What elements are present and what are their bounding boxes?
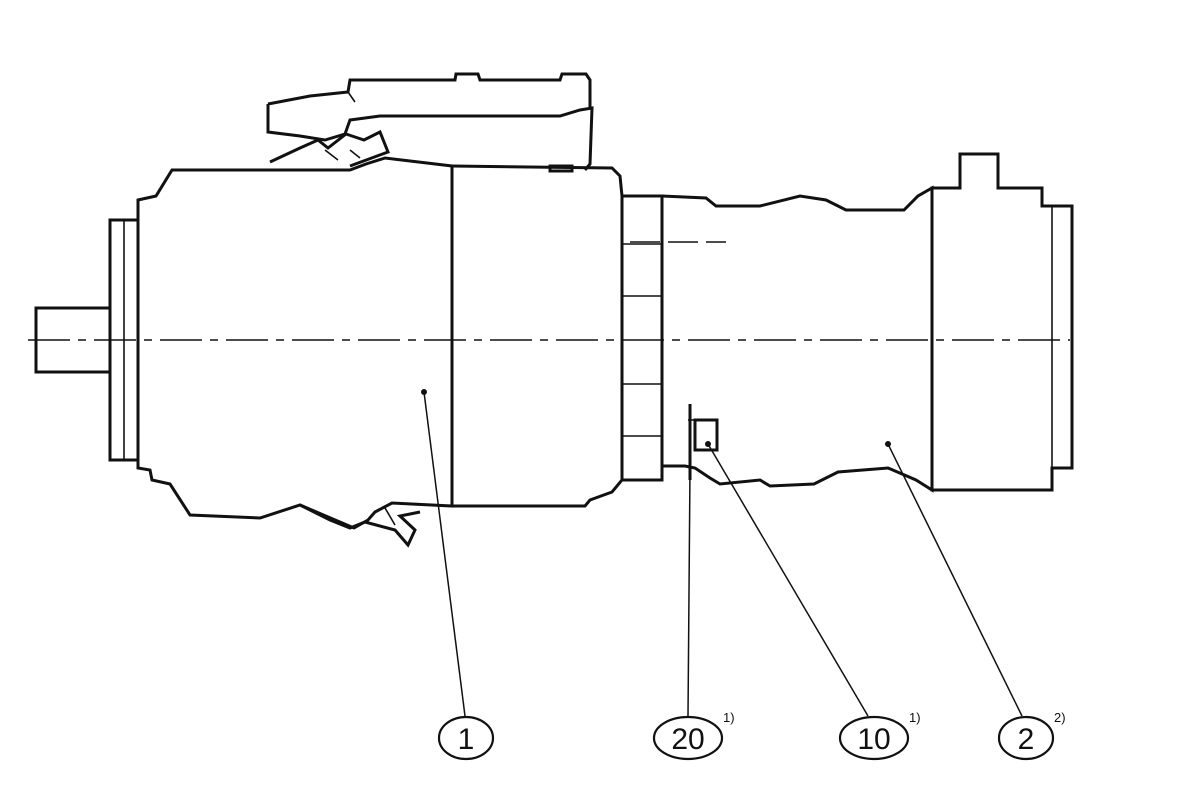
- gauge-port: [688, 404, 719, 480]
- callout-20-label: 20: [671, 723, 704, 756]
- callout-1-label: 1: [458, 723, 475, 756]
- callout-20-note: 1): [723, 710, 735, 725]
- callout-10-label: 10: [857, 723, 890, 756]
- callout-2: 2 2): [997, 710, 1066, 761]
- intermediate-housing: [451, 164, 624, 508]
- leader-lines: [421, 389, 1023, 717]
- control-valve: [266, 72, 594, 171]
- pump-housing: [136, 129, 454, 548]
- callout-20: 20 1): [652, 710, 735, 761]
- adapter-ring: [620, 194, 664, 482]
- callout-2-label: 2: [1018, 723, 1035, 756]
- callout-1: 1: [437, 715, 495, 761]
- end-cover: [930, 152, 1074, 492]
- callout-10-note: 1): [909, 710, 921, 725]
- callout-10: 10 1): [838, 710, 921, 761]
- second-pump-housing: [630, 185, 934, 493]
- callout-2-note: 2): [1054, 710, 1066, 725]
